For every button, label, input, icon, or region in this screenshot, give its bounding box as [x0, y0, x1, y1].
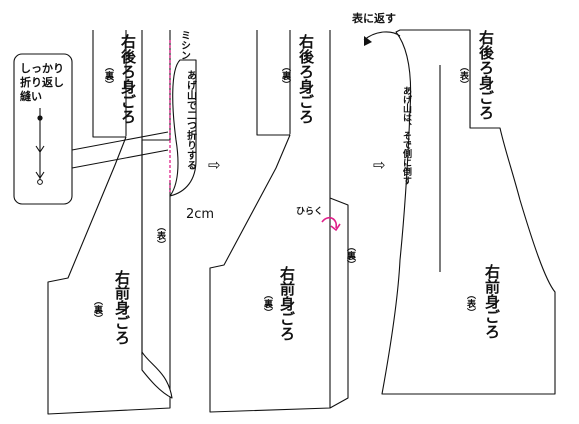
callout-line-1: しっかり — [20, 62, 64, 75]
panel3-body — [381, 29, 556, 395]
panel2-back-piece — [256, 30, 291, 136]
callout-line-3: 縫い — [20, 89, 42, 103]
panel3-turn-arrow — [363, 31, 401, 41]
panel2-back-label: 右後ろ身ごろ — [297, 33, 315, 124]
panel1-front-label: 右前身ごろ — [113, 269, 131, 345]
panel3-turn-note: 表に返す — [351, 11, 396, 25]
step-arrow-1: ⇨ — [208, 156, 221, 174]
panel3-back-label: 右後ろ身ごろ — [477, 29, 495, 120]
panel2-back-side: （裏） — [280, 62, 292, 89]
step-arrow-2: ⇨ — [373, 156, 386, 174]
panel3-front-side: （表） — [465, 290, 477, 317]
panel1-corner-fold — [141, 351, 173, 399]
panel1-front-side: （裏） — [92, 296, 104, 323]
panel2-center-side: （裏） — [345, 242, 357, 269]
callout-line-2: 折り返し — [20, 75, 64, 89]
callout-needle-eye — [37, 179, 43, 185]
callout-knot — [37, 115, 43, 121]
panel3-back-side: （表） — [458, 62, 470, 89]
panel2-open-arrow — [321, 216, 338, 229]
panel3-front-label: 右前身ごろ — [483, 263, 501, 339]
panel-2 — [209, 30, 349, 413]
panel1-front-piece — [47, 30, 171, 415]
panel2-front-label: 右前身ごろ — [278, 265, 296, 341]
callout-pointer — [71, 131, 169, 169]
callout-arrow-mid — [35, 145, 45, 153]
callout-arrow-low — [35, 171, 45, 179]
panel2-front-side: （裏） — [262, 290, 274, 317]
panel1-right-side: （表） — [155, 222, 167, 249]
panel3-turn-arrowhead — [364, 36, 372, 46]
panel1-back-side: （裏） — [103, 62, 115, 89]
panel2-front-piece — [209, 30, 349, 413]
panel1-back-label: 右後ろ身ごろ — [119, 33, 137, 124]
panel1-fold-bubble — [169, 59, 197, 197]
panel3-seam-note: あげ山は、そで側に倒す — [401, 86, 413, 185]
panel2-open-arrowhead — [330, 223, 341, 232]
panel1-machine-label: ミシン — [179, 30, 191, 60]
panel-1 — [13, 30, 197, 415]
panel1-back-piece — [92, 30, 127, 138]
panel1-fold-note: あげ山で二つ折りする — [185, 70, 197, 170]
panel-3 — [363, 29, 556, 395]
callout-box — [13, 53, 73, 205]
panel2-open-note: ひらく — [296, 206, 323, 217]
panel1-measure: 2cm — [186, 207, 214, 222]
